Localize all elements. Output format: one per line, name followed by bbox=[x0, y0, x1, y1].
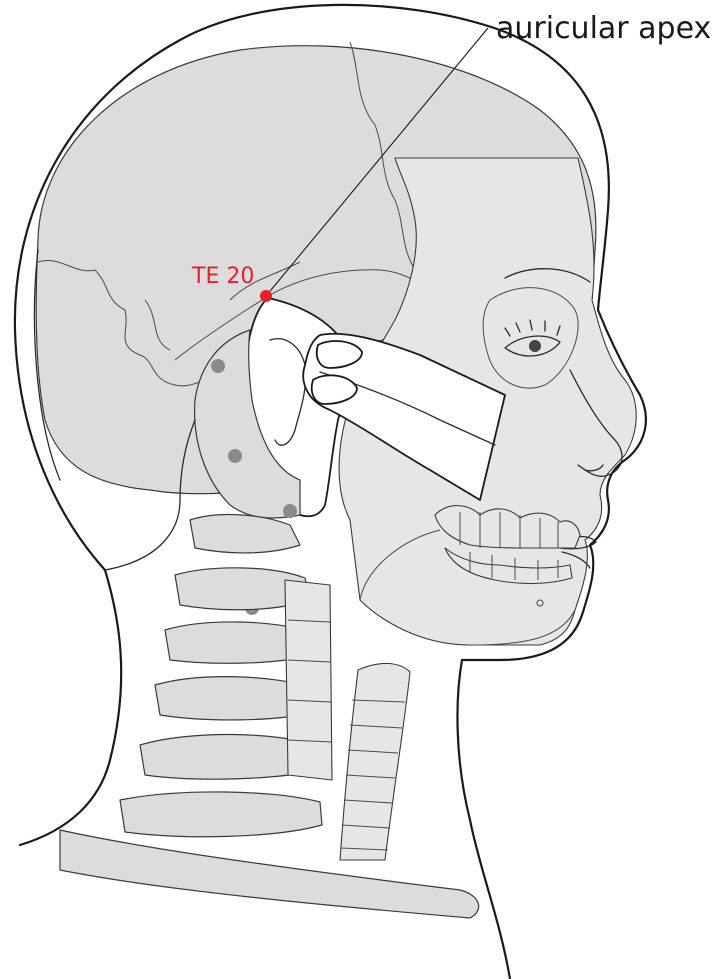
auricular-apex-label: auricular apex bbox=[496, 11, 711, 46]
marker-dot-3 bbox=[283, 504, 297, 518]
trachea bbox=[340, 663, 410, 860]
neck-front-outline bbox=[457, 660, 510, 979]
marker-dot-2 bbox=[228, 449, 242, 463]
neck-back-outline bbox=[20, 570, 121, 845]
clavicle bbox=[60, 830, 479, 918]
acupoint-te20-marker bbox=[260, 290, 272, 302]
cervical-spine bbox=[120, 515, 332, 837]
acupoint-te20-label: TE 20 bbox=[191, 264, 254, 289]
pupil bbox=[529, 340, 541, 352]
marker-dot-1 bbox=[211, 359, 225, 373]
